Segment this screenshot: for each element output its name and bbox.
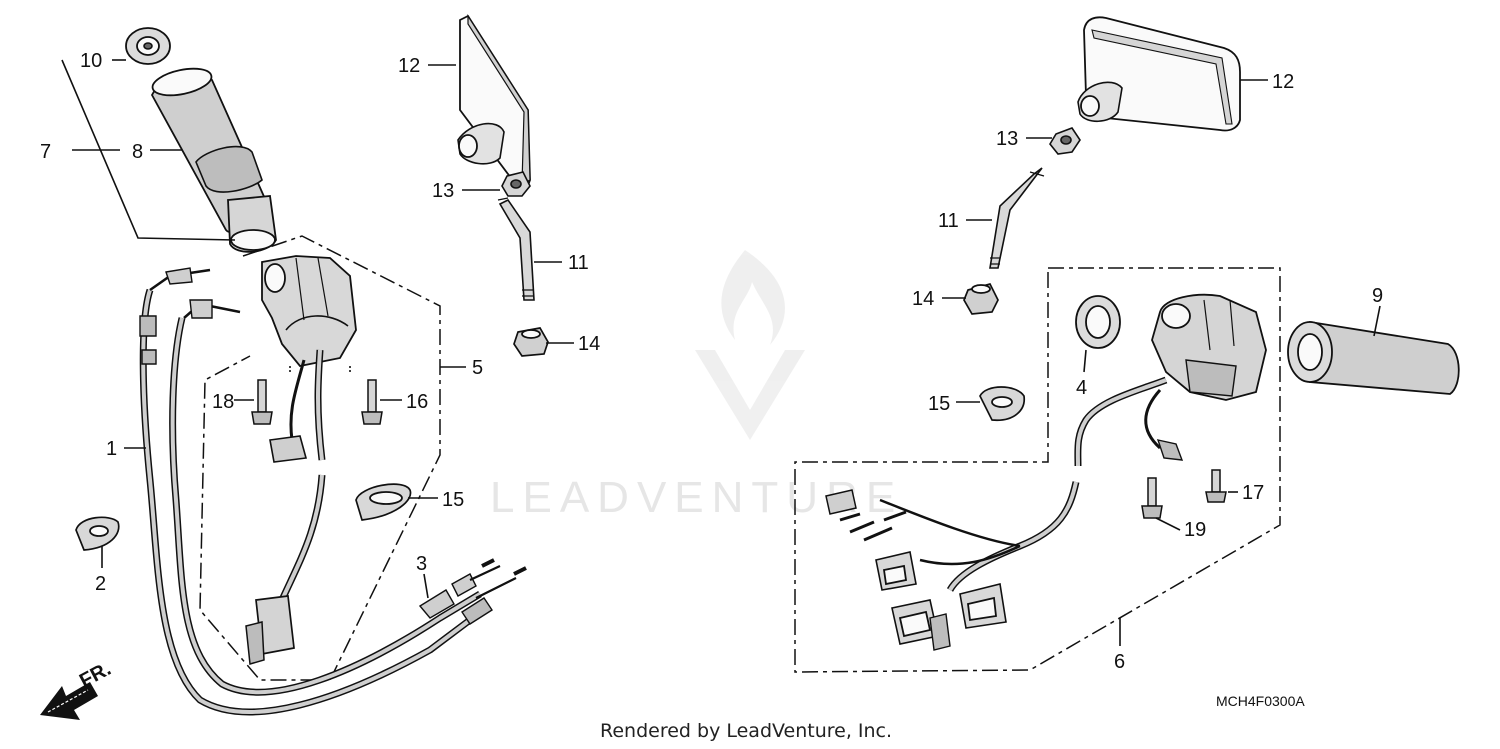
- left-screw-18-part: [251, 379, 273, 425]
- callout-14-left: 14: [578, 333, 600, 355]
- grommet-part: [1075, 295, 1121, 349]
- callout-15-left: 15: [442, 489, 464, 511]
- callout-8: 8: [132, 141, 143, 163]
- callout-5: 5: [472, 357, 483, 379]
- throttle-cables-part: [139, 267, 527, 716]
- cable-clamp-part: [75, 516, 120, 551]
- callout-12-left: 12: [398, 55, 420, 77]
- right-mirror-part: [1077, 16, 1241, 132]
- callout-6: 6: [1114, 651, 1125, 673]
- switch-assembly-outline: [199, 235, 441, 681]
- left-mirror-part: [457, 13, 531, 188]
- callout-7: 7: [40, 141, 51, 163]
- right-screw-17-part: [1205, 469, 1227, 503]
- harness-assembly-outline: [794, 267, 1281, 673]
- callout-2: 2: [95, 573, 106, 595]
- callout-12-right: 12: [1272, 71, 1294, 93]
- callout-18: 18: [212, 391, 234, 413]
- right-cap-nut-part: [963, 282, 999, 315]
- right-screw-19-part: [1141, 477, 1163, 519]
- part-code: MCH4F0300A: [1216, 693, 1305, 709]
- right-wire-band-part: [979, 386, 1025, 421]
- footer-credit: Rendered by LeadVenture, Inc.: [600, 720, 892, 742]
- left-wire-band-part: [355, 483, 412, 521]
- callout-13-right: 13: [996, 128, 1018, 150]
- right-wiring-harness-part: [825, 376, 1184, 651]
- right-switch-housing-part: [1151, 293, 1267, 401]
- left-leader-lines: [61, 59, 574, 599]
- front-direction-arrow: [40, 682, 98, 720]
- callout-14-right: 14: [912, 288, 934, 310]
- left-mirror-nut-part: [501, 171, 531, 197]
- callout-11-left: 11: [568, 252, 589, 274]
- callout-19: 19: [1184, 519, 1206, 541]
- left-switch-housing-part: [261, 255, 357, 367]
- throttle-grip-part: [150, 67, 277, 253]
- callout-4: 4: [1076, 377, 1087, 399]
- right-leader-lines: [942, 79, 1381, 646]
- callout-16: 16: [406, 391, 428, 413]
- left-mirror-stem-part: [497, 197, 535, 301]
- callout-11-right: 11: [938, 210, 959, 232]
- callout-15-right: 15: [928, 393, 950, 415]
- right-mirror-stem-part: [989, 167, 1045, 269]
- left-cap-nut-part: [513, 327, 549, 357]
- right-mirror-nut-part: [1049, 127, 1081, 155]
- callout-13-left: 13: [432, 180, 454, 202]
- bar-end-part: [125, 27, 171, 65]
- watermark-logo: [695, 250, 805, 440]
- callout-3: 3: [416, 553, 427, 575]
- callout-9: 9: [1372, 285, 1383, 307]
- right-grip-part: [1287, 320, 1460, 395]
- left-screw-16-part: [361, 379, 383, 425]
- callout-10: 10: [80, 50, 102, 72]
- left-switch-wiring-part: [245, 349, 326, 665]
- callout-1: 1: [106, 438, 117, 460]
- callout-17: 17: [1242, 482, 1264, 504]
